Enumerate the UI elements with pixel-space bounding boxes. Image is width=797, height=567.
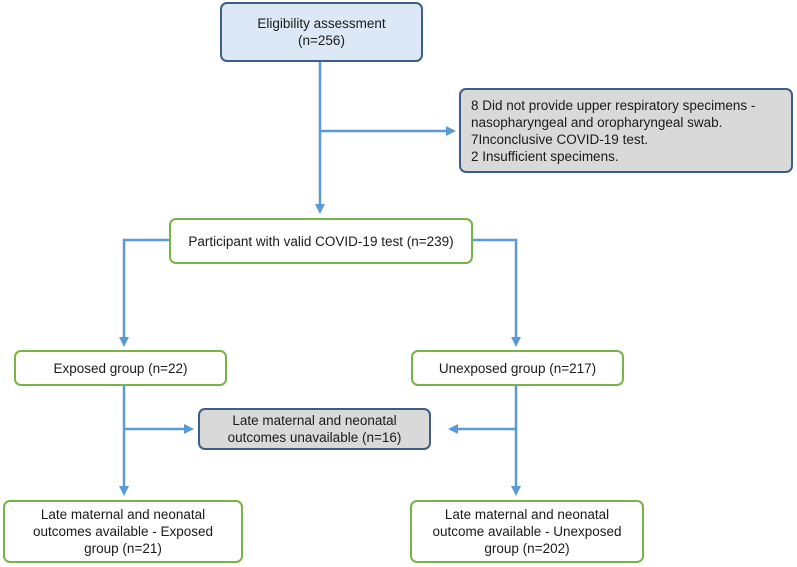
excluded-line-1: 8 Did not provide upper respiratory spec… <box>471 97 756 113</box>
outcomes-unavailable-box: Late maternal and neonatal outcomes unav… <box>198 408 431 450</box>
unexposed-group-box: Unexposed group (n=217) <box>411 350 624 386</box>
arrow-to-exposed <box>119 238 172 347</box>
valid-test-label: Participant with valid COVID-19 test (n=… <box>188 233 454 249</box>
available-exposed-line-2: outcomes available - Exposed <box>32 524 214 539</box>
eligibility-line-1: Eligibility assessment <box>257 16 386 31</box>
unavailable-line-1: Late maternal and neonatal <box>232 413 397 428</box>
available-exposed-box: Late maternal and neonatal outcomes avai… <box>3 500 243 563</box>
arrow-to-unexposed <box>470 238 521 347</box>
exposed-group-box: Exposed group (n=22) <box>14 350 227 386</box>
excluded-line-2: nasopharyngeal and oropharyngeal swab. <box>471 114 723 130</box>
available-unexposed-line-3: group (n=202) <box>484 541 570 556</box>
excluded-line-4: 2 Insufficient specimens. <box>471 148 619 164</box>
available-unexposed-line-1: Late maternal and neonatal <box>444 507 610 522</box>
excluded-box: 8 Did not provide upper respiratory spec… <box>459 88 793 173</box>
eligibility-line-2: (n=256) <box>298 33 345 48</box>
available-exposed-line-1: Late maternal and neonatal <box>40 507 206 522</box>
excluded-line-3: 7Inconclusive COVID-19 test. <box>471 131 649 147</box>
available-exposed-line-3: group (n=21) <box>84 541 162 556</box>
available-unexposed-box: Late maternal and neonatal outcome avail… <box>410 500 644 563</box>
exposed-group-label: Exposed group (n=22) <box>53 360 188 376</box>
unavailable-line-2: outcomes unavailable (n=16) <box>227 430 402 445</box>
valid-test-box: Participant with valid COVID-19 test (n=… <box>169 218 473 264</box>
eligibility-box: Eligibility assessment (n=256) <box>220 2 423 62</box>
unexposed-group-label: Unexposed group (n=217) <box>438 360 597 376</box>
available-unexposed-line-2: outcome available - Unexposed <box>432 524 622 539</box>
